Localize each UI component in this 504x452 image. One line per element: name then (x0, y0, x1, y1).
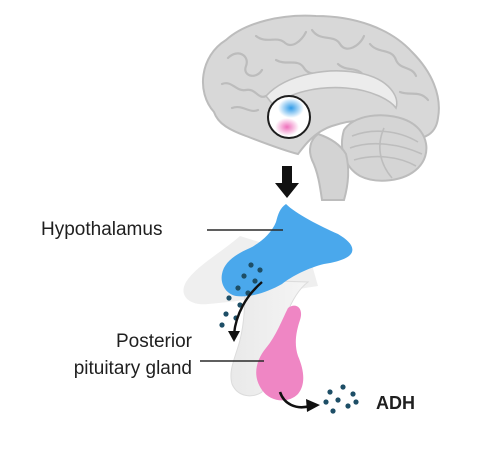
hypothalamus-label: Hypothalamus (41, 219, 163, 240)
transport-arrow (232, 281, 263, 335)
down-arrow-icon (275, 166, 299, 198)
hypothalamus-shape (221, 204, 353, 297)
hypothalamus-pituitary (183, 204, 359, 414)
adh-label: ADH (376, 393, 415, 413)
adh-molecules (323, 384, 359, 414)
posterior-pituitary-label-line1: Posterior (115, 331, 192, 352)
curved-arrow-icon (278, 391, 311, 409)
brain-icon (201, 14, 440, 201)
posterior-pituitary-shape (256, 305, 304, 401)
posterior-pituitary-label-line2: pituitary gland (73, 358, 192, 379)
